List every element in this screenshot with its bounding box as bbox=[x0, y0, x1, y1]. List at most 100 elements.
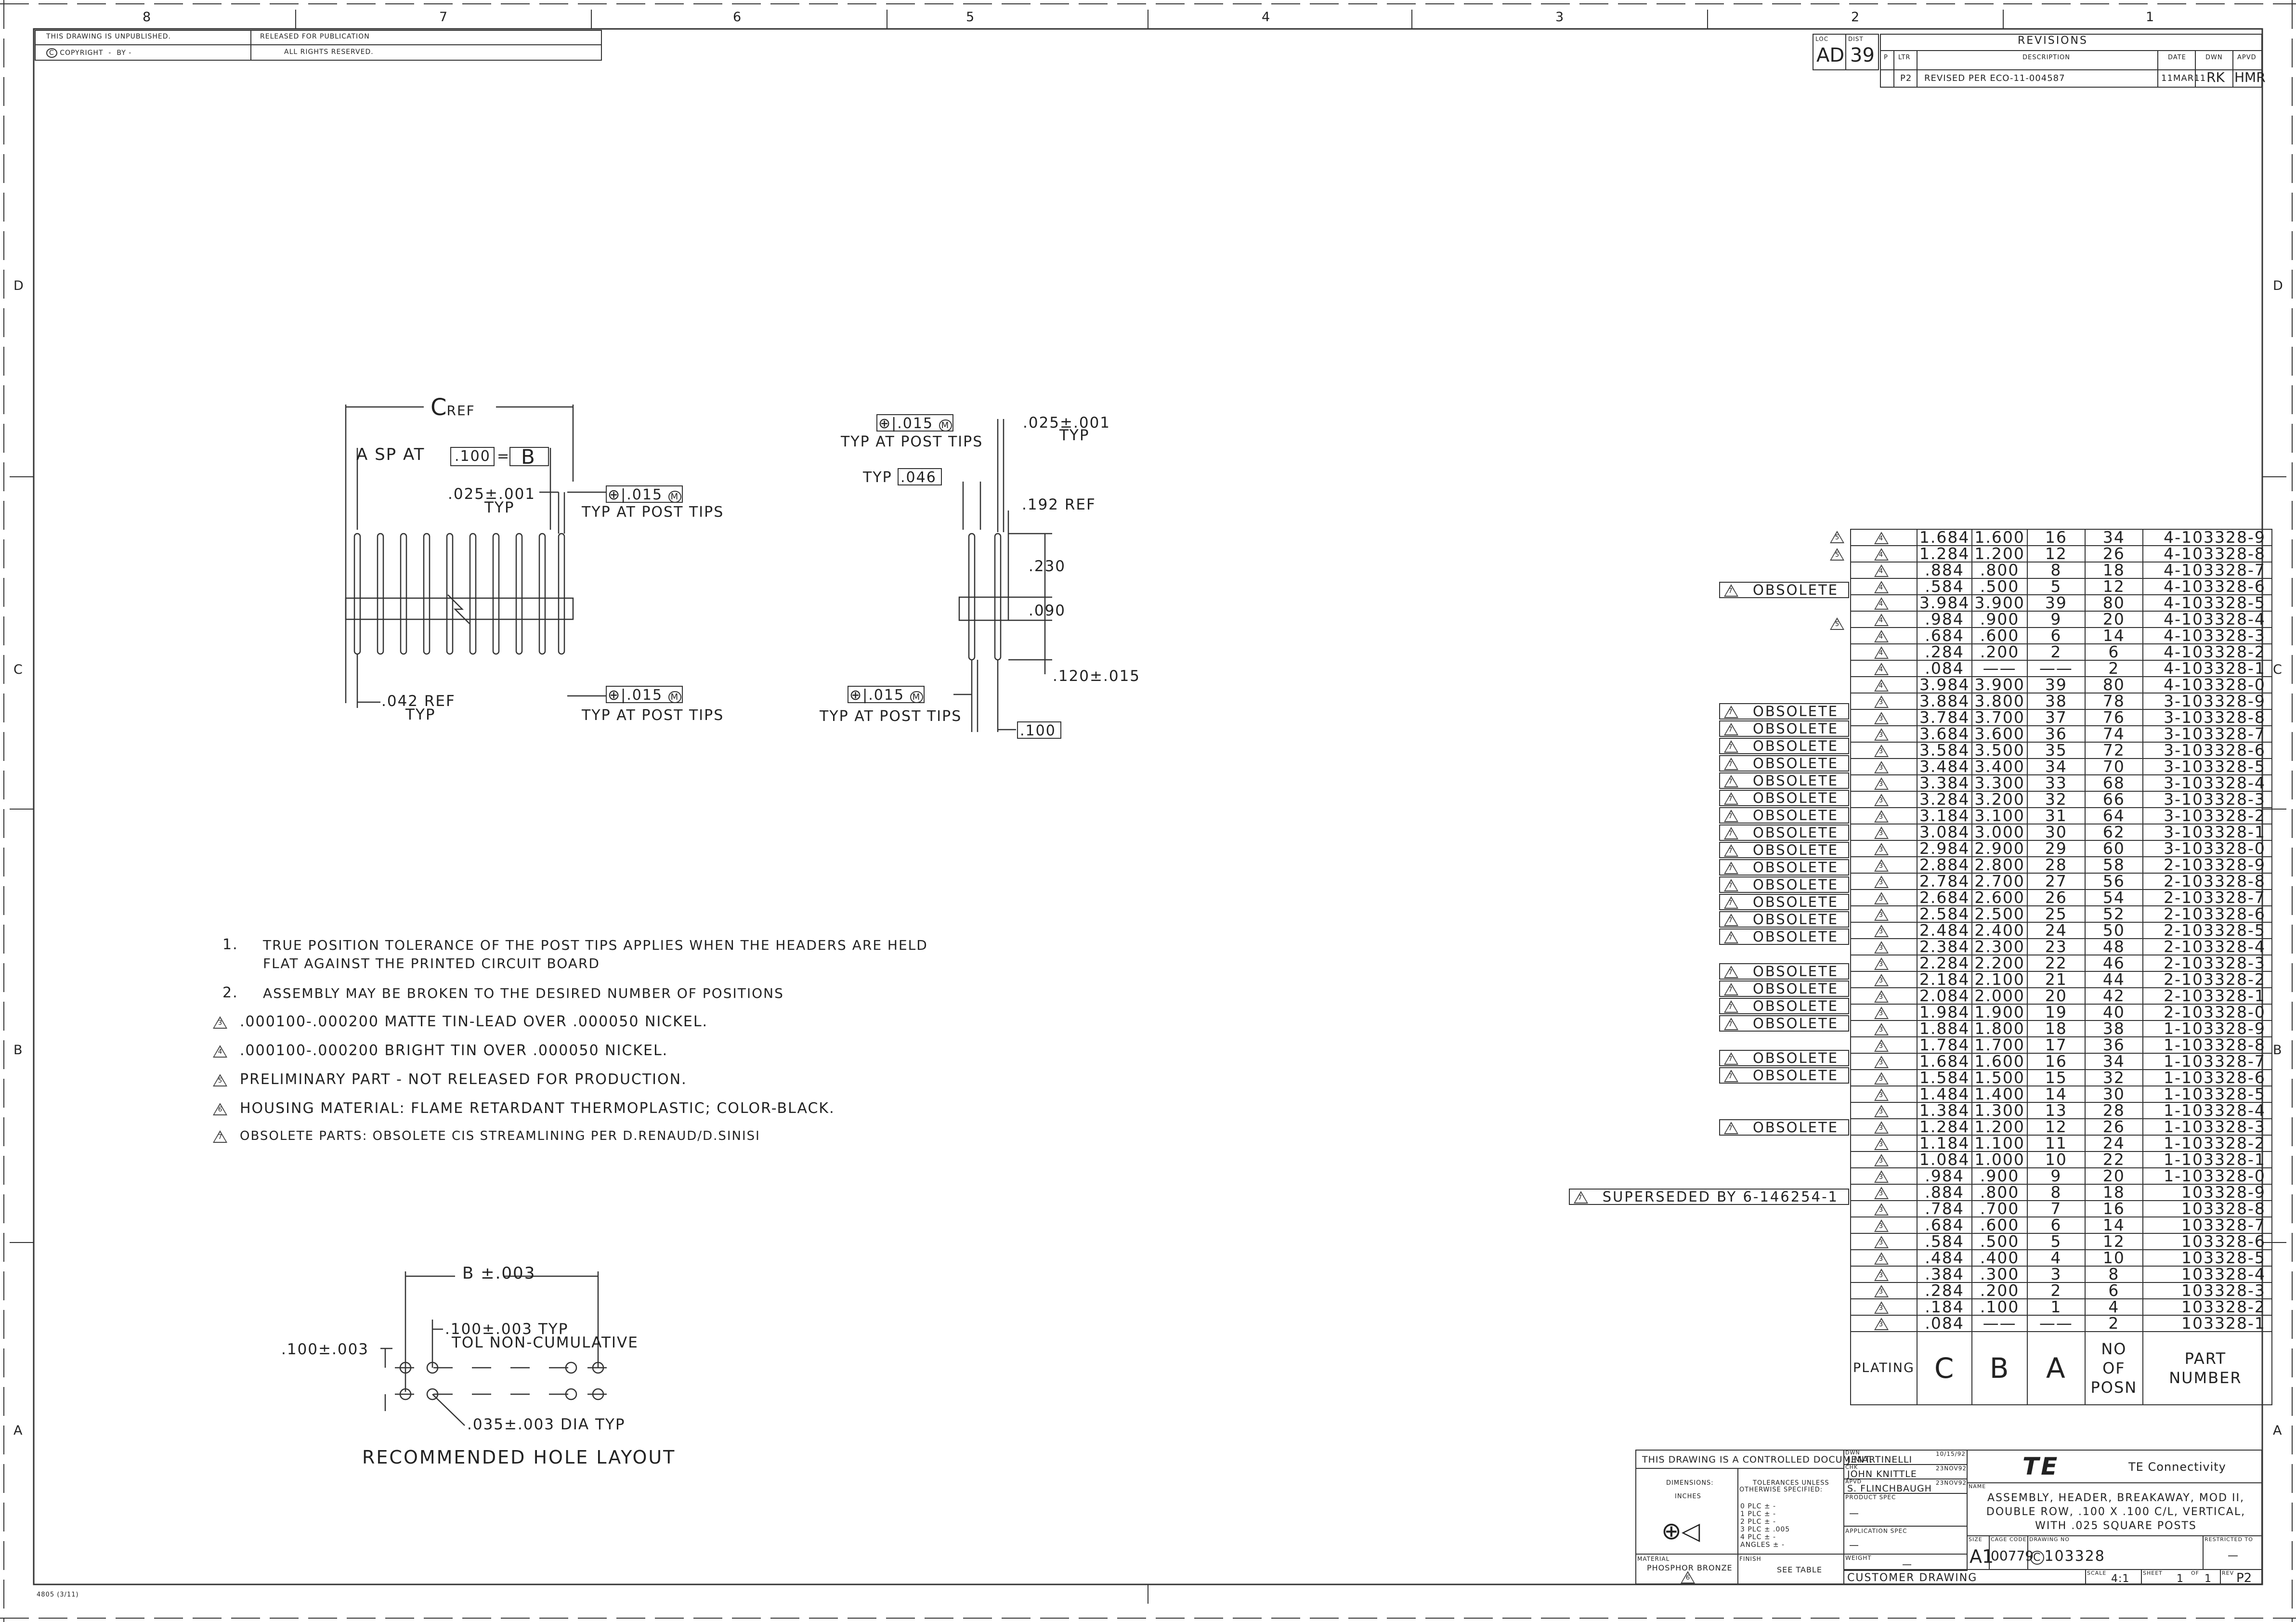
positions-cell: 18 bbox=[2084, 1184, 2143, 1201]
part-number-cell: 2-103328-1 bbox=[2142, 987, 2272, 1005]
positions-cell: 34 bbox=[2084, 529, 2143, 546]
a-dim-cell: 34 bbox=[2026, 758, 2086, 775]
plating-flag-icon: 3 bbox=[1874, 843, 1889, 855]
a-dim-cell: 33 bbox=[2026, 774, 2086, 792]
part-number-cell: 2-103328-7 bbox=[2142, 889, 2272, 906]
loc-value: AD bbox=[1816, 44, 1845, 66]
zone-d-left: D bbox=[13, 278, 25, 293]
plating-note-flag-icon: 4 bbox=[1850, 578, 1918, 595]
plating-flag-icon: 3 bbox=[1874, 1154, 1889, 1166]
a-dim-cell: 27 bbox=[2026, 873, 2086, 890]
part-number-cell: 1-103328-1 bbox=[2142, 1151, 2272, 1168]
plating-flag-icon: 4 bbox=[1874, 663, 1889, 675]
c-dim-cell: .984 bbox=[1916, 611, 1973, 628]
c-dim-cell: 1.884 bbox=[1916, 1020, 1973, 1037]
material: PHOSPHOR BRONZE bbox=[1647, 1563, 1733, 1572]
plating-flag-icon: 4 bbox=[1874, 679, 1889, 692]
note-6-flag-icon: 6 bbox=[213, 1102, 227, 1115]
positions-cell: 48 bbox=[2084, 938, 2143, 955]
drawing-title: ASSEMBLY, HEADER, BREAKAWAY, MOD II,DOUB… bbox=[1986, 1492, 2246, 1532]
plating-flag-icon: 3 bbox=[1874, 1105, 1889, 1117]
b-dim-cell: —— bbox=[1971, 660, 2028, 677]
zone-3: 3 bbox=[1555, 10, 1565, 25]
plating-flag-icon: 3 bbox=[1874, 1072, 1889, 1085]
a-dim-cell: 12 bbox=[2026, 545, 2086, 562]
mmc-icon: M bbox=[939, 419, 952, 432]
zone-b-left: B bbox=[13, 1043, 24, 1058]
c-dim-cell: .684 bbox=[1916, 1216, 1973, 1234]
a-dim-cell: 20 bbox=[2026, 987, 2086, 1005]
c-dim-cell: .084 bbox=[1916, 1315, 1973, 1332]
position-icon: ⊕ bbox=[608, 486, 621, 503]
part-number-cell: 2-103328-5 bbox=[2142, 922, 2272, 939]
a-dim-cell: 39 bbox=[2026, 594, 2086, 612]
plating-note-flag-icon: 3 bbox=[1850, 1036, 1918, 1054]
plating-note-flag-icon: 4 bbox=[1850, 594, 1918, 612]
plating-flag-icon: 3 bbox=[1874, 1088, 1889, 1101]
b-dim-cell: 3.700 bbox=[1971, 709, 2028, 726]
positions-cell: 38 bbox=[2084, 1020, 2143, 1037]
post-dim-front: .025±.001 bbox=[448, 485, 536, 503]
b-dim-cell: 1.300 bbox=[1971, 1102, 2028, 1119]
zone-5: 5 bbox=[966, 10, 976, 25]
positions-cell: 14 bbox=[2084, 1216, 2143, 1234]
positions-cell: 12 bbox=[2084, 578, 2143, 595]
tol-frame-bottom-side bbox=[848, 686, 925, 703]
plating-note-flag-icon: 3 bbox=[1850, 1151, 1918, 1168]
rev-description: REVISED PER ECO-11-004587 bbox=[1924, 73, 2065, 83]
b-dim-cell: 1.800 bbox=[1971, 1020, 2028, 1037]
te-c-icon: C bbox=[2030, 1551, 2045, 1565]
ref-042: .042 REF bbox=[381, 693, 456, 710]
dist-value: 39 bbox=[1850, 44, 1875, 66]
zone-c-right: C bbox=[2273, 662, 2283, 677]
plating-flag-icon: 4 bbox=[1874, 630, 1889, 642]
b-dim-cell: .600 bbox=[1971, 627, 2028, 644]
a-dim-cell: 8 bbox=[2026, 562, 2086, 579]
part-number-cell: 4-103328-0 bbox=[2142, 676, 2272, 693]
b-dim-cell: 2.700 bbox=[1971, 873, 2028, 890]
plating-note-flag-icon: 3 bbox=[1850, 758, 1918, 775]
positions-cell: 58 bbox=[2084, 856, 2143, 874]
revision-letter: P2 bbox=[2236, 1571, 2252, 1585]
projection-icon: ⊕◁ bbox=[1661, 1517, 1700, 1545]
plating-note-flag-icon: 3 bbox=[1850, 1053, 1918, 1070]
plating-note-flag-icon: 3 bbox=[1850, 709, 1918, 726]
plating-note-flag-icon: 4 bbox=[1850, 611, 1918, 628]
c-dim-cell: 3.684 bbox=[1916, 725, 1973, 743]
note-1-text-cont: FLAT AGAINST THE PRINTED CIRCUIT BOARD bbox=[263, 955, 600, 971]
typ-front: TYP bbox=[484, 499, 515, 516]
plating-flag-icon: 4 bbox=[1874, 581, 1889, 593]
part-number-cell: 103328-6 bbox=[2142, 1233, 2272, 1250]
checked-by: JOHN KNITTLE bbox=[1847, 1469, 1917, 1479]
a-dim-cell: 35 bbox=[2026, 742, 2086, 759]
plating-note-flag-icon: 3 bbox=[1850, 1167, 1918, 1185]
copyright-icon: C bbox=[46, 48, 57, 58]
released-note: RELEASED FOR PUBLICATION bbox=[260, 33, 370, 40]
c-dim-cell: 1.484 bbox=[1916, 1086, 1973, 1103]
zone-b-right: B bbox=[2273, 1043, 2283, 1058]
note-3: 3 .000100-.000200 MATTE TIN-LEAD OVER .0… bbox=[213, 1013, 708, 1030]
a-dim-cell: 26 bbox=[2026, 889, 2086, 906]
b-dim-cell: 3.200 bbox=[1971, 791, 2028, 808]
plating-flag-icon: 3 bbox=[1874, 1138, 1889, 1150]
part-number-cell: 3-103328-7 bbox=[2142, 725, 2272, 743]
positions-cell: 64 bbox=[2084, 807, 2143, 824]
plating-flag-icon: 3 bbox=[1874, 1236, 1889, 1248]
a-dim-cell: 16 bbox=[2026, 1053, 2086, 1070]
part-number-cell: 3-103328-1 bbox=[2142, 824, 2272, 841]
plating-note-flag-icon: 3 bbox=[1850, 922, 1918, 939]
part-number-cell: 2-103328-4 bbox=[2142, 938, 2272, 955]
c-dim-cell: 1.684 bbox=[1916, 1053, 1973, 1070]
tol-frame-top-side bbox=[876, 414, 953, 432]
